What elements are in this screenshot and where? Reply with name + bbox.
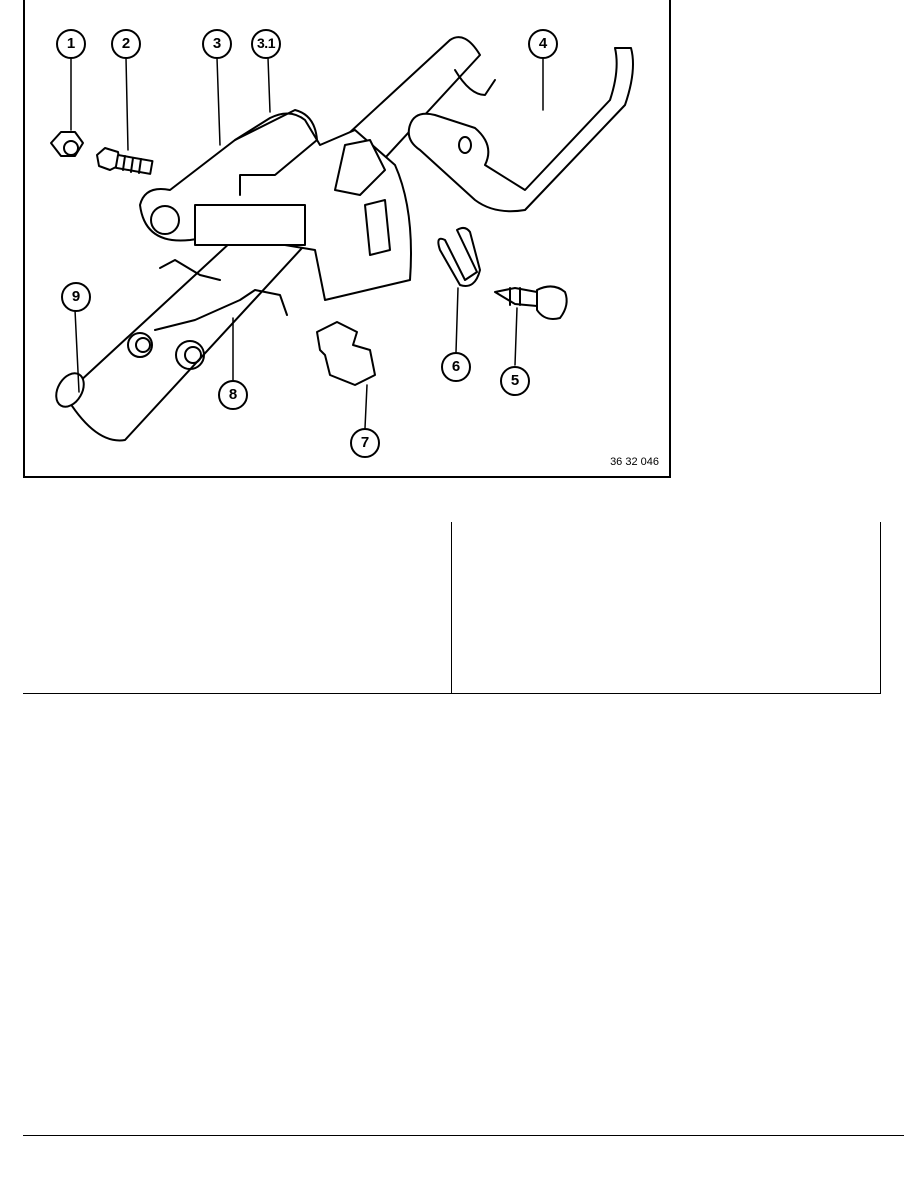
table-right-border (880, 522, 881, 693)
spring-part-8 (127, 259, 288, 370)
callout-9: 9 (61, 282, 91, 312)
notes-cell-right (452, 522, 880, 693)
callout-5: 5 (500, 366, 530, 396)
nut-part-1 (50, 131, 84, 157)
parts-illustration: 1 2 3 3.1 4 5 6 7 8 9 36 32 046 (23, 0, 671, 478)
slider-part-7 (316, 321, 376, 386)
callout-3: 3 (202, 29, 232, 59)
table-divider (451, 522, 452, 693)
clip-part-6 (437, 226, 481, 287)
callout-3-1: 3.1 (251, 29, 281, 59)
callout-1: 1 (56, 29, 86, 59)
figure-code: 36 32 046 (610, 456, 659, 468)
screw-part-5 (494, 285, 568, 320)
tube-end-left (55, 372, 85, 408)
footer-rule (23, 1135, 904, 1136)
bolt-part-2 (96, 147, 154, 175)
steering-column-drawing (50, 36, 634, 442)
leader-lines (70, 57, 544, 429)
callout-2: 2 (111, 29, 141, 59)
callout-6: 6 (441, 352, 471, 382)
callout-7: 7 (350, 428, 380, 458)
callout-8: 8 (218, 380, 248, 410)
callout-4: 4 (528, 29, 558, 59)
lever-part-4 (407, 47, 634, 213)
notes-cell-left (23, 522, 451, 693)
notes-table (23, 522, 881, 694)
